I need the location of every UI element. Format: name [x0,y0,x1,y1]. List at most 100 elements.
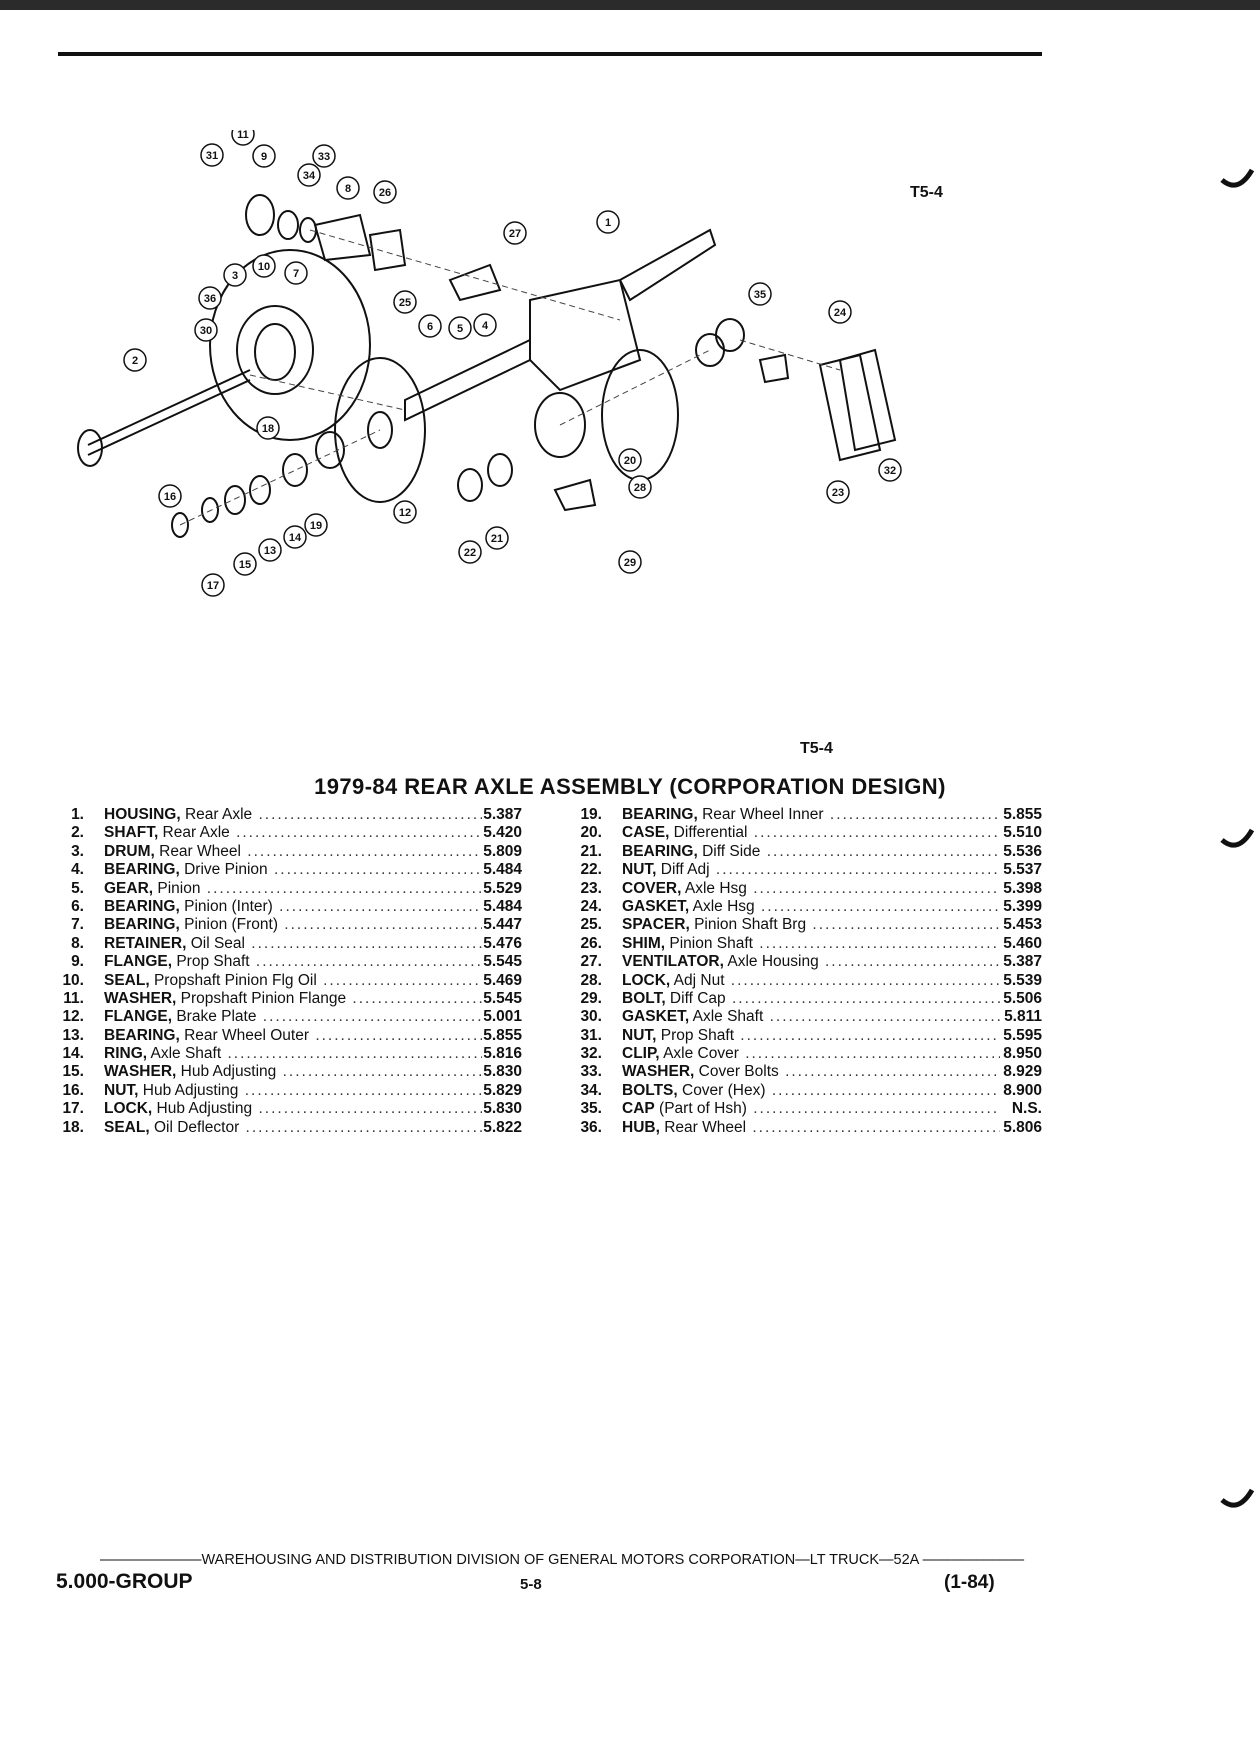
part-description: RING, Axle Shaft .......................… [104,1045,482,1063]
dot-leader: ........................................… [247,842,482,860]
callout-1: 1 [596,210,620,234]
callout-36: 36 [198,286,222,310]
svg-text:27: 27 [509,228,521,240]
part-number: 17. [62,1100,84,1118]
axle-shaft-flange [77,429,103,467]
figure-code-lower: T5-4 [800,740,833,757]
svg-text:28: 28 [634,482,646,494]
part-description: CASE, Differential .....................… [622,824,1000,842]
svg-text:23: 23 [832,487,844,499]
part-number: 29. [580,989,602,1007]
part-number: 19. [580,806,602,823]
axle-shaft-line [87,369,251,446]
dot-leader: ........................................… [760,897,1000,915]
part-group-code: 5.453 [1003,916,1042,934]
part-group-code: 8.900 [1003,1081,1042,1099]
svg-text:22: 22 [464,547,476,559]
svg-text:34: 34 [303,170,316,182]
svg-text:33: 33 [318,151,330,163]
part-name: BOLT, [622,989,666,1007]
part-description: WASHER, Cover Bolts ....................… [622,1063,1000,1081]
part-group-code: 5.816 [483,1045,522,1063]
dot-leader: ........................................… [282,1063,482,1081]
part-detail: Cover Bolts [694,1063,779,1081]
svg-text:1: 1 [605,217,611,229]
part-group-code: 5.811 [1004,1008,1042,1026]
binder-hole-mark [1220,1488,1255,1508]
svg-text:6: 6 [427,321,433,333]
part-number: 27. [580,953,602,971]
part-description: NUT, Hub Adjusting .....................… [104,1082,482,1100]
part-name: BEARING, [104,916,180,934]
top-rule [58,52,1042,56]
dot-leader: ........................................… [771,1081,1000,1099]
figure-code: T5-4 [910,184,943,201]
part-group-code: 5.460 [1003,934,1042,952]
footer-group: 5.000-GROUP [56,1570,193,1593]
part-number: 31. [580,1026,602,1044]
part-detail: Pinion [153,879,201,897]
part-name: CAP [622,1100,655,1118]
part-group-code: 5.447 [483,916,522,934]
part-group-code: N.S. [1011,1100,1042,1118]
part-detail: Rear Wheel Outer [179,1026,310,1044]
callout-23: 23 [826,480,850,504]
part-detail: Axle Housing [723,953,819,971]
part-name: DRUM, [104,842,155,860]
part-group-code: 5.469 [483,971,522,989]
callout-8: 8 [336,176,360,200]
dot-leader: ........................................… [244,1081,482,1099]
callout-31: 31 [200,143,224,167]
dot-leader: ........................................… [262,1008,482,1026]
part-name: BEARING, [104,1026,180,1044]
part-number: 11. [63,989,84,1007]
scan-edge [0,0,1260,10]
dot-leader: ........................................… [227,1045,482,1063]
part-detail: Oil Deflector [149,1118,240,1136]
part-number: 24. [580,897,602,915]
part-detail: Axle Cover [659,1045,739,1063]
part-number: 1. [71,806,84,823]
part-detail: Drive Pinion [179,861,268,879]
svg-text:4: 4 [482,320,489,332]
oil-seal-retainer [313,213,372,262]
part-group-code: 5.484 [483,861,522,879]
part-name: NUT, [104,1081,139,1099]
dot-leader: ........................................… [753,879,1000,897]
svg-text:10: 10 [258,261,270,273]
part-number: 7. [71,916,84,934]
part-number: 2. [71,824,84,842]
svg-text:26: 26 [379,187,391,199]
part-detail: Axle Hsg [689,897,755,915]
part-group-code: 5.545 [483,953,522,971]
svg-text:9: 9 [261,151,267,163]
svg-text:7: 7 [293,268,299,280]
svg-text:11: 11 [237,130,249,141]
part-name: GASKET, [622,1008,690,1026]
dot-leader: ........................................… [200,879,482,897]
part-description: SPACER, Pinion Shaft Brg ...............… [622,916,1000,934]
part-number: 14. [62,1045,84,1063]
part-detail: Rear Wheel [659,1118,747,1136]
prop-shaft-flange [245,194,275,236]
svg-text:30: 30 [200,325,212,337]
callout-30: 30 [194,318,218,342]
part-detail: Diff Side [697,842,761,860]
svg-text:16: 16 [164,491,176,503]
part-group-code: 5.595 [1003,1026,1042,1044]
part-number: 10. [62,971,84,989]
svg-text:24: 24 [834,307,847,319]
dot-leader: ........................................… [753,1100,1000,1118]
svg-text:18: 18 [262,423,274,435]
part-description: LOCK, Adj Nut ..........................… [622,972,1000,990]
part-number: 4. [71,861,84,879]
pinion-shim [368,228,407,272]
callout-15: 15 [233,552,257,576]
part-name: BEARING, [104,861,180,879]
part-description: HUB, Rear Wheel ........................… [622,1119,1000,1137]
svg-text:8: 8 [345,183,351,195]
part-group-code: 5.001 [483,1008,522,1026]
part-detail: Pinion Shaft [665,934,753,952]
part-name: NUT, [622,861,657,879]
part-name: HUB, [622,1118,660,1136]
